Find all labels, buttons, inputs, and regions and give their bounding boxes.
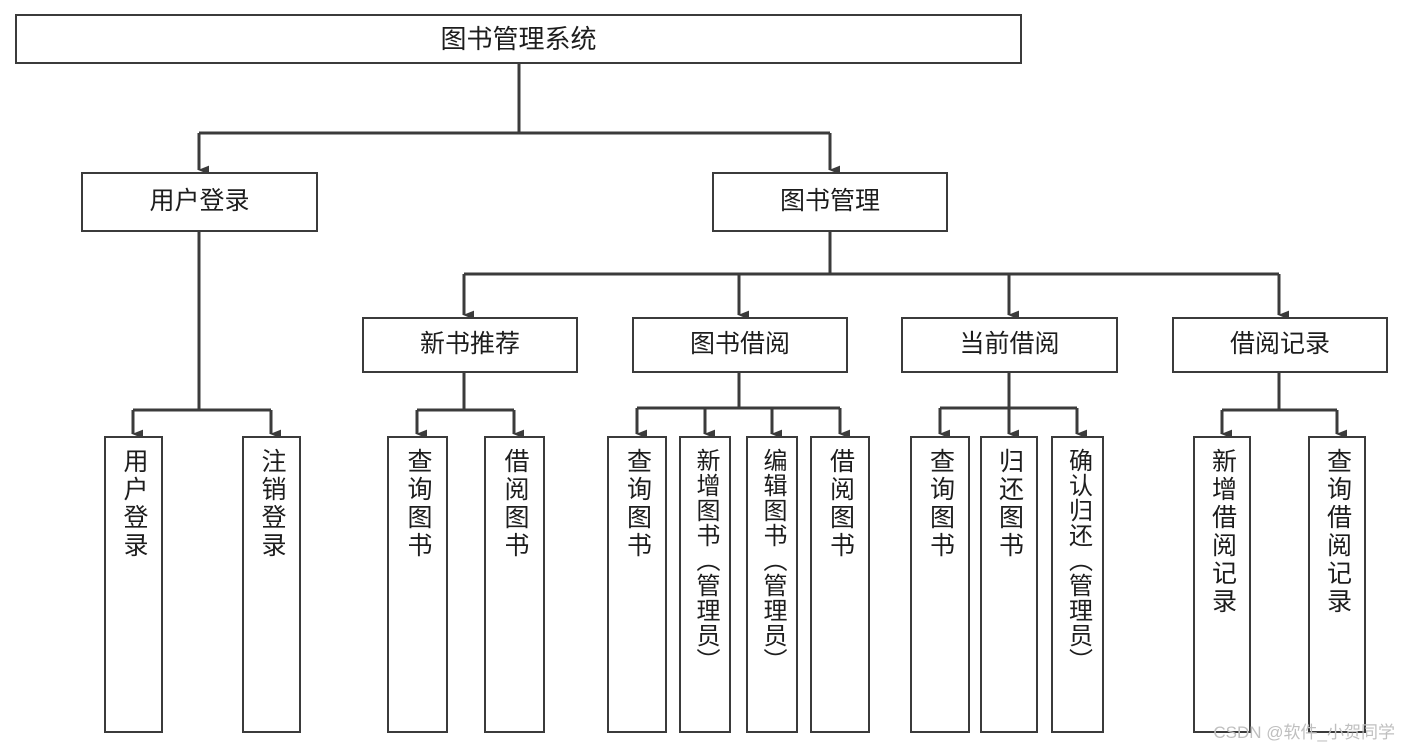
node-label: 当前借阅 [959, 330, 1060, 359]
node-new-book-rec[interactable]: 新书推荐 [362, 317, 578, 373]
node-label: 确认归还（管理员） [1064, 448, 1092, 673]
node-label: 借阅图书 [826, 448, 855, 560]
leaf-confirm-return-admin[interactable]: 确认归还（管理员） [1051, 436, 1104, 733]
node-book-borrow[interactable]: 图书借阅 [632, 317, 848, 373]
leaf-borrow-book-2[interactable]: 借阅图书 [810, 436, 870, 733]
node-label: 编辑图书（管理员） [759, 448, 786, 673]
node-label: 图书管理系统 [440, 23, 597, 54]
leaf-borrow-book-1[interactable]: 借阅图书 [484, 436, 545, 733]
leaf-logout-login[interactable]: 注销登录 [242, 436, 301, 733]
node-label: 图书管理 [779, 187, 880, 216]
leaf-query-borrow-record[interactable]: 查询借阅记录 [1308, 436, 1366, 733]
node-label: 借阅记录 [1229, 330, 1330, 359]
node-current-borrow[interactable]: 当前借阅 [901, 317, 1118, 373]
leaf-edit-book-admin[interactable]: 编辑图书（管理员） [746, 436, 798, 733]
leaf-query-book-1[interactable]: 查询图书 [387, 436, 448, 733]
node-root-system[interactable]: 图书管理系统 [15, 14, 1022, 64]
node-label: 新增图书（管理员） [692, 448, 719, 673]
leaf-return-book[interactable]: 归还图书 [980, 436, 1038, 733]
node-label: 注销登录 [258, 448, 286, 560]
node-label: 查询图书 [623, 448, 652, 560]
node-label: 借阅图书 [501, 448, 529, 560]
node-label: 归还图书 [995, 448, 1024, 560]
leaf-query-book-2[interactable]: 查询图书 [607, 436, 667, 733]
node-user-login[interactable]: 用户登录 [81, 172, 318, 232]
node-label: 查询借阅记录 [1323, 448, 1352, 616]
node-borrow-record[interactable]: 借阅记录 [1172, 317, 1388, 373]
node-label: 查询图书 [404, 448, 432, 560]
leaf-add-book-admin[interactable]: 新增图书（管理员） [679, 436, 731, 733]
leaf-add-borrow-record[interactable]: 新增借阅记录 [1193, 436, 1251, 733]
node-label: 图书借阅 [689, 330, 790, 359]
leaf-query-book-3[interactable]: 查询图书 [910, 436, 970, 733]
node-book-manage[interactable]: 图书管理 [712, 172, 948, 232]
leaf-user-login[interactable]: 用户登录 [104, 436, 163, 733]
node-label: 查询图书 [926, 448, 955, 560]
node-label: 新增借阅记录 [1208, 448, 1237, 616]
node-label: 新书推荐 [419, 330, 520, 359]
watermark-text: CSDN @软件_小贺同学 [1213, 723, 1395, 742]
node-label: 用户登录 [120, 448, 148, 560]
node-label: 用户登录 [149, 187, 250, 216]
